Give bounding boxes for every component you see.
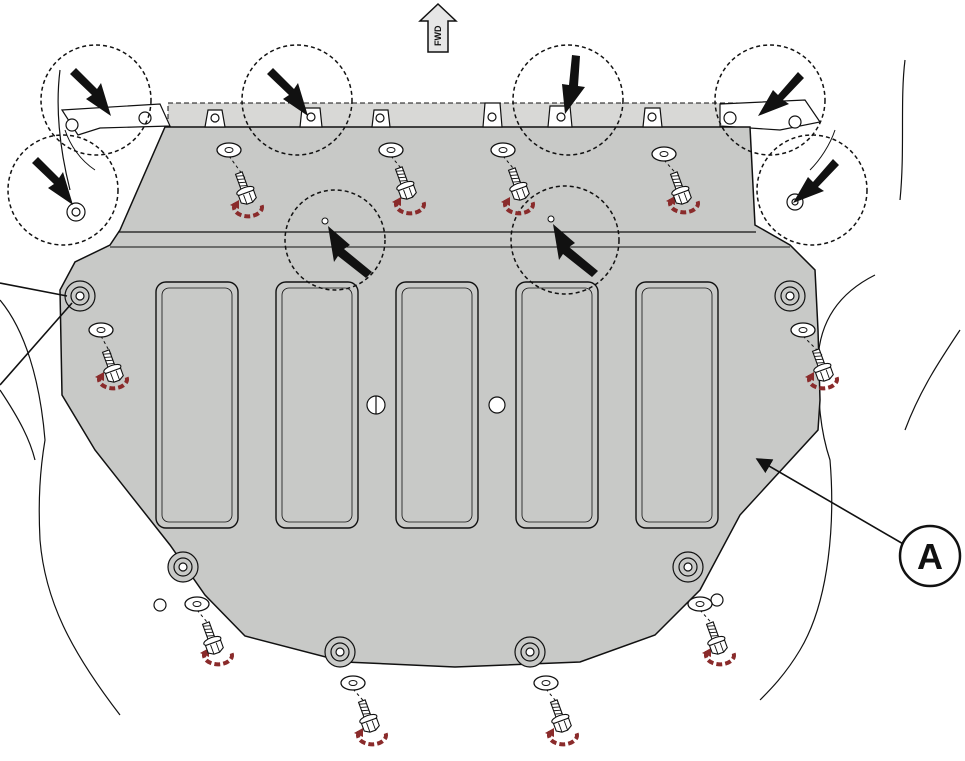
rotation-arrow-head <box>354 728 363 737</box>
rotation-arrow-head <box>95 372 104 381</box>
grommet-icon <box>774 280 806 312</box>
washer-icon <box>340 675 366 691</box>
pointer-arrow-icon <box>553 224 598 277</box>
pointer-arrow-icon <box>562 55 585 114</box>
washer-icon <box>651 146 677 162</box>
washer-icon <box>533 675 559 691</box>
pointer-arrow-icon <box>328 226 372 278</box>
pointer-arrow-icon <box>758 72 804 116</box>
rotation-arrow-icon <box>704 650 736 667</box>
vehicle-body-outline <box>0 59 961 716</box>
rotation-arrow-icon <box>503 199 535 216</box>
bolt-icon <box>507 167 530 201</box>
rotation-arrow-icon <box>202 650 234 667</box>
rotation-arrow-head <box>392 197 401 206</box>
alignment-line <box>802 335 823 356</box>
callout-A: A <box>898 524 962 588</box>
pointer-arrows <box>32 55 839 278</box>
fwd-label: FWD <box>433 25 443 46</box>
detail-circles <box>7 44 868 295</box>
bolt-icon <box>394 166 417 200</box>
forward-arrow-icon: FWD <box>418 2 458 53</box>
leader-lines <box>0 282 906 546</box>
rotation-arrow-head <box>702 648 711 657</box>
detail-circle <box>7 134 119 246</box>
rotation-arrow-head <box>501 197 510 206</box>
rotation-arrow-head <box>230 200 239 209</box>
pointer-arrow-icon <box>70 68 111 116</box>
bolt-icon <box>101 349 124 383</box>
alignment-line <box>228 155 246 179</box>
rotation-arrow-icon <box>807 374 839 391</box>
rotation-arrow-head <box>545 728 554 737</box>
skid-plate-A <box>59 126 821 668</box>
callout-leader <box>755 458 906 546</box>
washer-icon <box>184 596 210 612</box>
washer-icon <box>490 142 516 158</box>
bolt-icon <box>357 699 380 733</box>
slot-4 <box>515 281 599 529</box>
bolt-icon <box>201 621 224 655</box>
detail-circle <box>756 134 868 246</box>
rotation-arrow-icon <box>547 730 579 747</box>
detail-circle <box>512 44 624 156</box>
rotation-arrow-head <box>805 372 814 381</box>
slot-2 <box>275 281 359 529</box>
grommet-icon <box>514 636 546 668</box>
washer-icon <box>216 142 242 158</box>
rotation-arrow-icon <box>232 202 264 219</box>
center-holes <box>366 395 506 415</box>
pointer-arrow-icon <box>793 159 839 203</box>
slot-1 <box>155 281 239 529</box>
bolt-icon <box>811 348 834 382</box>
bolt-icon <box>705 621 728 655</box>
pointer-arrow-icon <box>267 68 308 116</box>
detail-circle <box>510 185 620 295</box>
washer-icon <box>88 322 114 338</box>
pointer-arrow-icon <box>32 157 73 205</box>
grommet-icon <box>324 636 356 668</box>
locator-pins <box>321 215 555 225</box>
bolt-icon <box>234 171 257 205</box>
rotation-arrow-icon <box>668 198 700 215</box>
plate-slots <box>155 281 719 529</box>
rotation-arrow-icon <box>97 374 129 391</box>
washer-icon <box>790 322 816 338</box>
callout-label: A <box>917 536 943 577</box>
fasteners <box>88 142 839 747</box>
bolt-icon <box>549 699 572 733</box>
rotation-arrow-head <box>666 196 675 205</box>
detail-circle <box>241 44 353 156</box>
grommet-icon <box>672 551 704 583</box>
bolt-icon <box>669 171 692 205</box>
washer-icon <box>687 596 713 612</box>
slot-3 <box>395 281 479 529</box>
center-hole-right <box>488 396 506 414</box>
slot-5 <box>635 281 719 529</box>
rotation-arrow-icon <box>356 730 388 747</box>
washer-icon <box>378 142 404 158</box>
rotation-arrow-icon <box>394 199 426 216</box>
detail-circle <box>284 189 386 291</box>
detail-circle <box>40 44 152 156</box>
grommet-icon <box>167 551 199 583</box>
